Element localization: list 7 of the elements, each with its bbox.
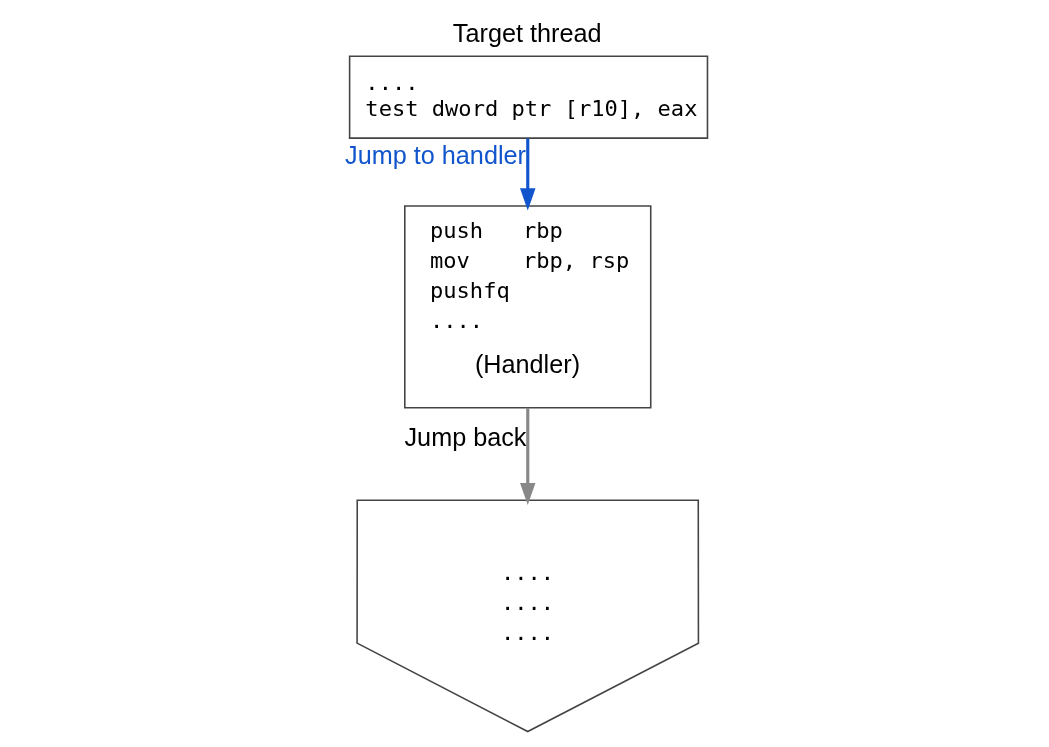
arrow [519, 407, 535, 506]
node-box: .... test dword ptr [r10], eax [348, 55, 708, 139]
edge-label: Jump to handler [344, 141, 526, 169]
edge-label: Jump back [404, 422, 526, 451]
node-label: Target thread [452, 18, 601, 47]
arrow [519, 138, 535, 211]
node-box: push rbp mov rbp, rsp pushfq .... (Handler) [403, 205, 651, 409]
